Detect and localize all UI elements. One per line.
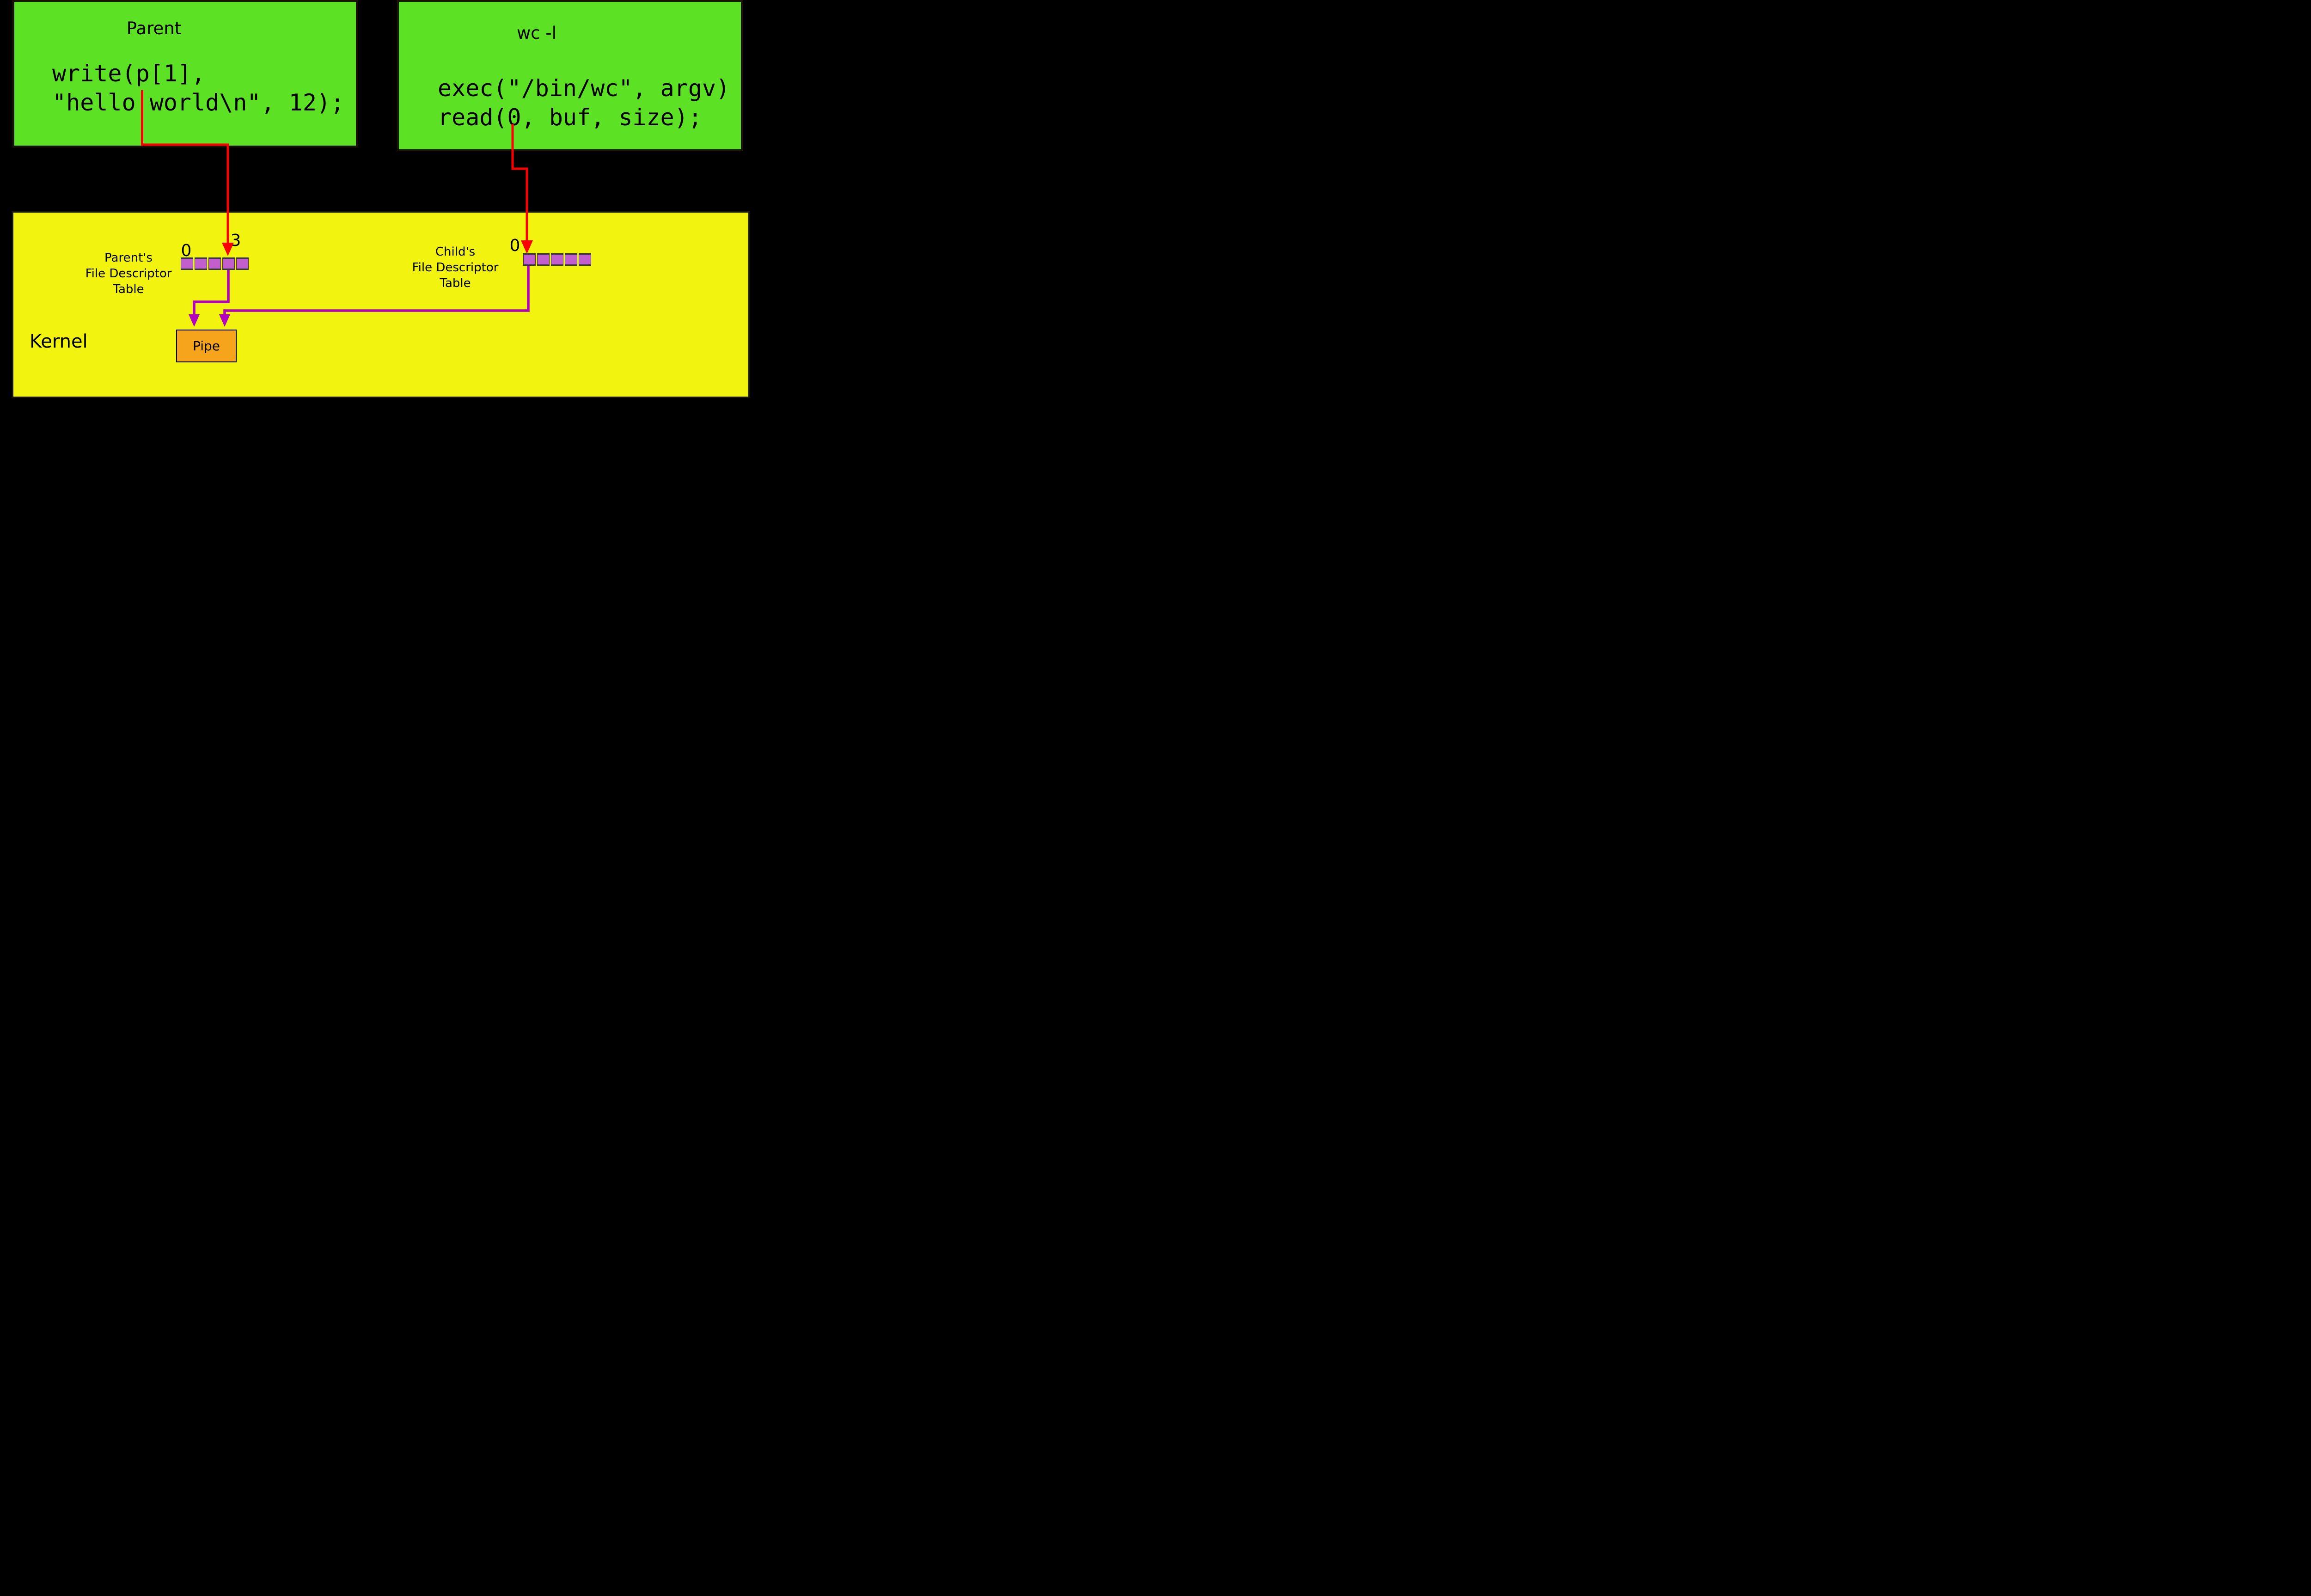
parent-code-line1: write(p[1], [52,60,206,87]
fd-cell [579,253,591,266]
kernel-label: Kernel [30,331,88,352]
child-code-line1: exec("/bin/wc", argv) [438,75,730,102]
pipe-label: Pipe [192,338,220,354]
fd-cell [181,257,193,270]
parent-fd-label-line3: Table [113,282,144,296]
child-fd-label-line1: Child's [435,245,476,259]
fd-cell [551,253,563,266]
fd-cell [236,257,249,270]
child-code: exec("/bin/wc", argv)read(0, buf, size); [438,74,730,132]
child-fd-label-line3: Table [440,276,471,290]
child-process-box [397,0,743,151]
pipe-box: Pipe [176,330,237,362]
child-fd-label-line2: File Descriptor [412,261,499,275]
child-code-line2: read(0, buf, size); [438,104,702,131]
child-fd-index-0: 0 [509,236,520,255]
fd-cell [222,257,235,270]
parent-fd-label-line1: Parent's [104,251,153,265]
pipe-diagram: Parent write(p[1],"hello world\n", 12); … [0,0,768,399]
fd-cell [208,257,221,270]
parent-code: write(p[1],"hello world\n", 12); [52,59,344,117]
fd-cell [537,253,550,266]
fd-cell [195,257,207,270]
child-fd-table [523,253,591,266]
parent-fd-index-0: 0 [181,241,192,260]
parent-fd-table [181,257,249,270]
parent-code-line2: "hello world\n", 12); [52,89,345,116]
parent-fd-label-line2: File Descriptor [85,267,172,281]
fd-cell [565,253,577,266]
child-process-title: wc -l [517,23,556,43]
kernel-box [12,211,750,398]
fd-cell [523,253,536,266]
parent-fd-index-3: 3 [230,231,241,250]
parent-process-title: Parent [126,18,182,38]
